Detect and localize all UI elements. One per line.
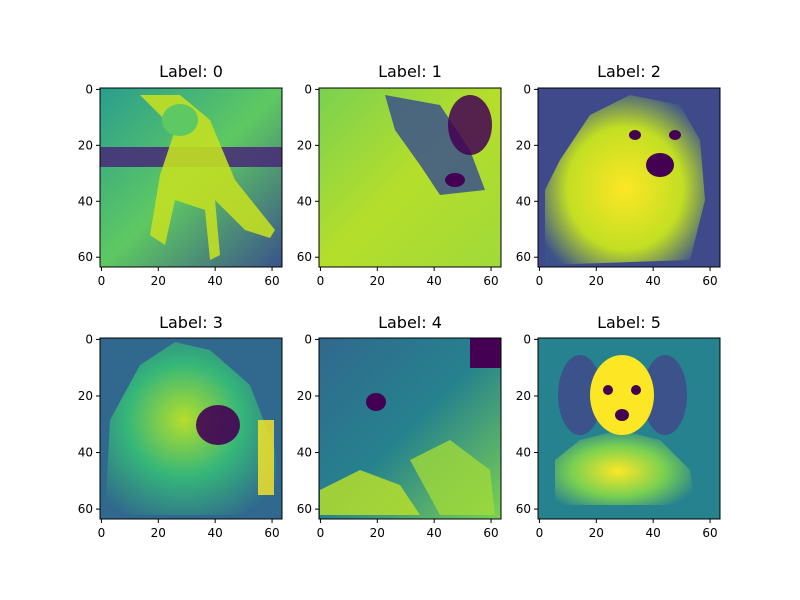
y-tick-label: 60 — [78, 502, 93, 516]
y-tick-label: 20 — [297, 389, 312, 403]
x-tick-label: 0 — [536, 274, 544, 288]
y-tick-label: 40 — [516, 446, 531, 460]
y-tick-label: 60 — [516, 502, 531, 516]
y-tick-label: 0 — [304, 82, 312, 96]
panel-title: Label: 2 — [597, 62, 661, 81]
y-tick-label: 20 — [516, 389, 531, 403]
panel-3: Label: 3 — [100, 313, 282, 519]
y-tick-label: 20 — [297, 138, 312, 152]
dog-mouth — [646, 153, 674, 177]
hair-highlight — [258, 420, 274, 495]
y-tick-label: 40 — [297, 194, 312, 208]
y-tick-label: 20 — [516, 138, 531, 152]
dog-eye-left — [603, 385, 613, 395]
dog-eye-left — [629, 130, 641, 140]
y-tick-label: 40 — [78, 446, 93, 460]
x-tick-label: 40 — [208, 274, 223, 288]
dog-eye-right — [631, 385, 641, 395]
y-tick-label: 60 — [297, 250, 312, 264]
axes-frame — [318, 87, 502, 268]
dog-ear-left — [558, 355, 602, 435]
axes-frame — [318, 337, 502, 520]
dog-nose — [445, 173, 465, 187]
panel-title: Label: 4 — [378, 313, 442, 332]
axes-frame — [99, 87, 283, 268]
y-tick-label: 0 — [304, 332, 312, 346]
x-tick-label: 40 — [427, 526, 442, 540]
y-tick-label: 0 — [85, 82, 93, 96]
y-tick-label: 20 — [78, 389, 93, 403]
dog-nose — [615, 409, 629, 421]
dog-body — [545, 95, 705, 265]
x-tick-label: 20 — [370, 274, 385, 288]
dog-ear-right — [643, 355, 687, 435]
panel-title: Label: 5 — [597, 313, 661, 332]
y-tick-label: 40 — [297, 446, 312, 460]
x-tick-label: 40 — [646, 526, 661, 540]
dog-paw — [320, 470, 420, 515]
x-tick-label: 0 — [98, 526, 106, 540]
x-tick-label: 60 — [702, 274, 717, 288]
x-tick-label: 20 — [151, 274, 166, 288]
y-tick-label: 20 — [78, 138, 93, 152]
y-tick-label: 0 — [85, 332, 93, 346]
y-tick-label: 60 — [516, 250, 531, 264]
axes-frame — [537, 337, 721, 520]
x-tick-label: 40 — [208, 526, 223, 540]
dog-face-dark-patch — [385, 95, 485, 195]
x-tick-label: 60 — [264, 526, 279, 540]
panel-5: Label: 5 — [538, 313, 720, 519]
panel-title: Label: 3 — [159, 313, 223, 332]
x-tick-label: 0 — [98, 274, 106, 288]
dog-eye — [366, 393, 386, 411]
x-tick-label: 20 — [589, 526, 604, 540]
x-tick-label: 40 — [427, 274, 442, 288]
dog-coat — [105, 342, 280, 515]
y-tick-label: 40 — [78, 194, 93, 208]
y-tick-label: 60 — [78, 250, 93, 264]
x-tick-label: 0 — [317, 274, 325, 288]
dog-eye-right — [669, 130, 681, 140]
x-tick-label: 0 — [536, 526, 544, 540]
x-tick-label: 60 — [702, 526, 717, 540]
axes-frame — [99, 337, 283, 520]
x-tick-label: 60 — [264, 274, 279, 288]
dog-head — [162, 104, 198, 136]
panel-2: Label: 2 — [538, 62, 720, 267]
y-tick-label: 0 — [523, 82, 531, 96]
dog-face — [590, 355, 654, 435]
x-tick-label: 60 — [483, 274, 498, 288]
panel-4: Label: 4 — [319, 313, 501, 519]
dog-shoulder — [410, 440, 495, 515]
x-tick-label: 40 — [646, 274, 661, 288]
y-tick-label: 60 — [297, 502, 312, 516]
x-tick-label: 20 — [151, 526, 166, 540]
panel-0: Label: 0 — [100, 62, 282, 267]
x-tick-label: 20 — [589, 274, 604, 288]
panel-1: Label: 1 — [319, 62, 501, 267]
y-tick-label: 40 — [516, 194, 531, 208]
dark-corner — [470, 338, 501, 368]
panel-title: Label: 1 — [378, 62, 442, 81]
axes-layer: 0 20 40 60 0 20 40 60 0 20 40 60 0 20 40 60 0 20 40 60 0 20 40… — [78, 82, 721, 540]
x-tick-label: 20 — [370, 526, 385, 540]
dog-face — [196, 405, 240, 445]
dog-silhouette — [140, 95, 275, 260]
x-tick-label: 60 — [483, 526, 498, 540]
y-tick-label: 0 — [523, 332, 531, 346]
dog-ear — [448, 95, 492, 155]
x-tick-label: 0 — [317, 526, 325, 540]
panel-title: Label: 0 — [159, 62, 223, 81]
dog-body — [555, 430, 695, 505]
axes-frame — [537, 87, 721, 268]
